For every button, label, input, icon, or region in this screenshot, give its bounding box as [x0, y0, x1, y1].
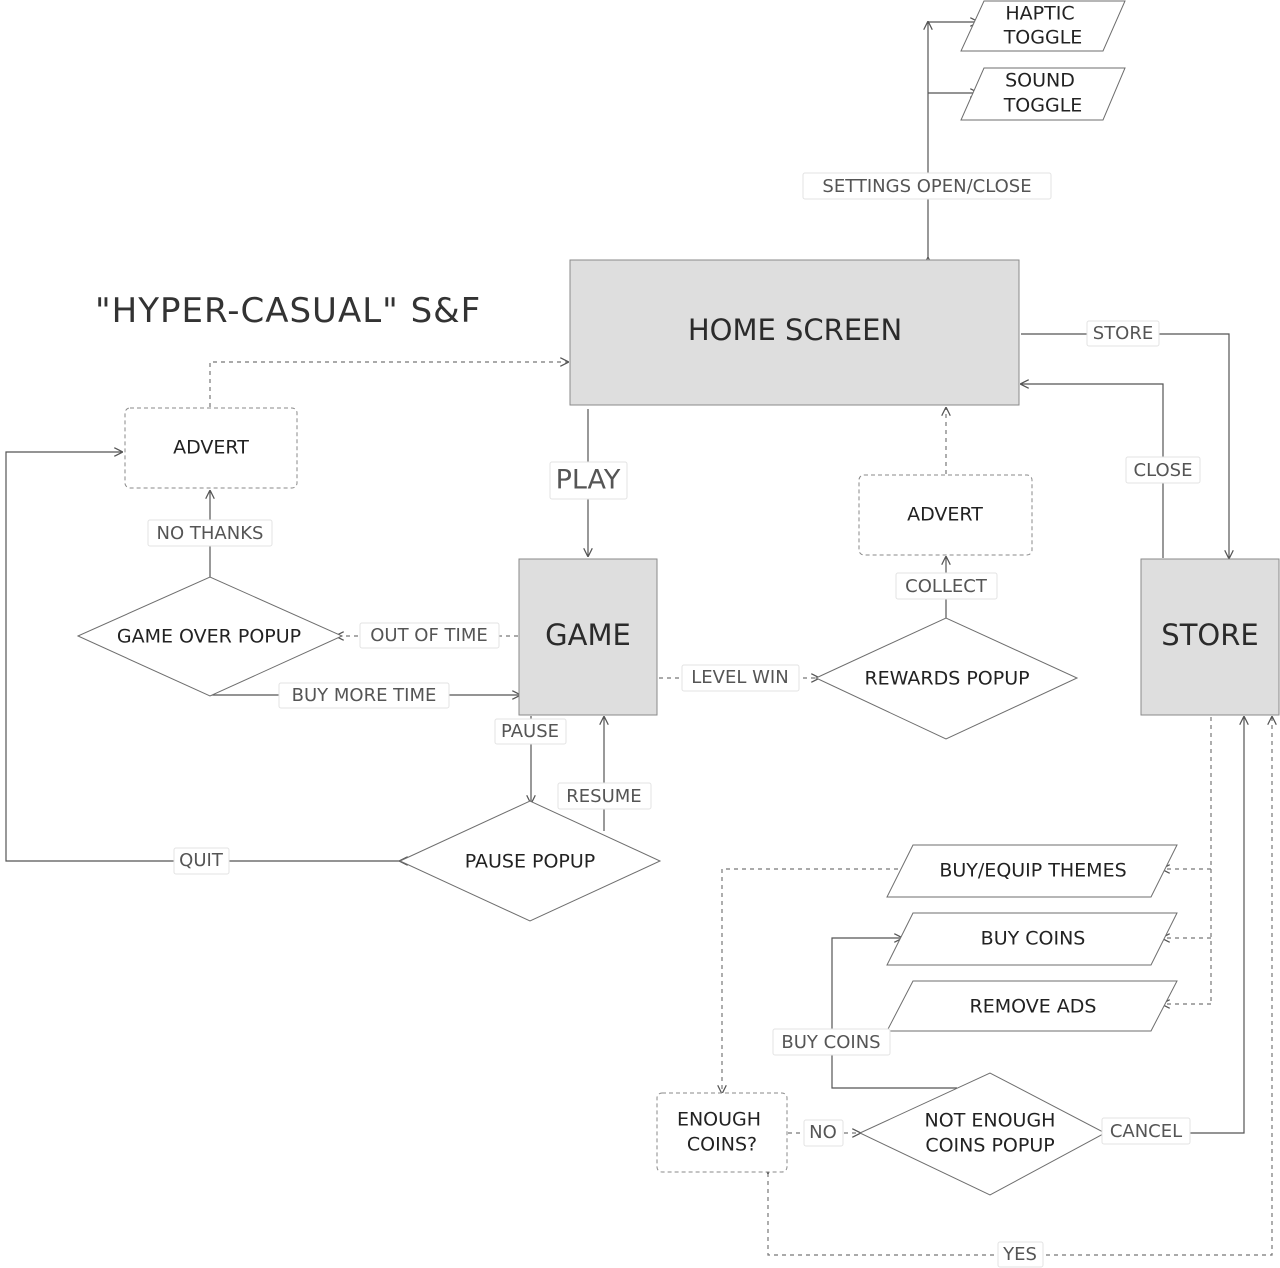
buy-equip-themes-node: BUY/EQUIP THEMES	[886, 844, 1178, 898]
store-label: STORE	[1161, 618, 1258, 652]
pause-popup-node: PAUSE POPUP	[398, 800, 662, 922]
edge-yes	[768, 717, 1272, 1256]
settings-label-group: SETTINGS OPEN/CLOSE	[802, 172, 1052, 200]
edge-store	[1021, 333, 1229, 558]
advert-mid-label: ADVERT	[907, 504, 983, 526]
cancel-label-group: CANCEL	[1101, 1117, 1191, 1145]
edge-labels: SETTINGS OPEN/CLOSE STORE CLOSE PLAY NO …	[147, 172, 1201, 1268]
not-enough-coins-line2: COINS POPUP	[925, 1135, 1054, 1157]
collect-label-group: COLLECT	[895, 572, 998, 600]
buy-more-time-label: BUY MORE TIME	[292, 685, 437, 706]
advert-left-node: ADVERT	[124, 407, 298, 489]
buy-coins-edge-label-group: BUY COINS	[772, 1028, 891, 1056]
edge-advert-home	[209, 362, 568, 407]
store-edge-label-group: STORE	[1086, 320, 1160, 347]
haptic-toggle-line1: HAPTIC	[1005, 3, 1074, 25]
game-over-popup-node: GAME OVER POPUP	[76, 576, 344, 697]
buy-equip-themes-label: BUY/EQUIP THEMES	[939, 860, 1126, 882]
sound-toggle-node: SOUND TOGGLE	[960, 67, 1126, 121]
store-edge-label: STORE	[1093, 323, 1153, 344]
enough-coins-line2: COINS?	[687, 1134, 757, 1156]
rewards-popup-label: REWARDS POPUP	[864, 668, 1029, 690]
resume-label-group: RESUME	[557, 782, 652, 810]
haptic-toggle-line2: TOGGLE	[1003, 27, 1083, 49]
not-enough-coins-line1: NOT ENOUGH	[925, 1110, 1056, 1132]
pause-popup-label: PAUSE POPUP	[465, 851, 596, 873]
not-enough-coins-popup-node: NOT ENOUGH COINS POPUP	[858, 1072, 1107, 1196]
home-screen-node: HOME SCREEN	[569, 259, 1020, 406]
remove-ads-node: REMOVE ADS	[886, 980, 1178, 1032]
home-screen-label: HOME SCREEN	[688, 313, 902, 347]
buy-coins-node: BUY COINS	[886, 912, 1178, 966]
diagram-title: "HYPER-CASUAL" S&F	[95, 291, 481, 331]
cancel-label: CANCEL	[1110, 1121, 1182, 1142]
rewards-popup-node: REWARDS POPUP	[814, 617, 1079, 740]
game-label: GAME	[545, 618, 631, 652]
haptic-toggle-node: HAPTIC TOGGLE	[960, 0, 1126, 52]
no-thanks-label: NO THANKS	[157, 523, 264, 544]
buy-coins-edge-label: BUY COINS	[781, 1032, 880, 1053]
sound-toggle-line2: TOGGLE	[1003, 95, 1083, 117]
game-over-popup-label: GAME OVER POPUP	[117, 626, 301, 648]
out-of-time-label-group: OUT OF TIME	[359, 622, 500, 649]
settings-label: SETTINGS OPEN/CLOSE	[822, 176, 1031, 197]
quit-label: QUIT	[179, 850, 224, 871]
advert-mid-node: ADVERT	[858, 474, 1033, 556]
remove-ads-label: REMOVE ADS	[970, 996, 1097, 1018]
enough-coins-line1: ENOUGH	[677, 1109, 761, 1131]
resume-label: RESUME	[566, 786, 641, 807]
buy-more-time-label-group: BUY MORE TIME	[278, 682, 450, 709]
no-label-group: NO	[803, 1119, 844, 1147]
close-label: CLOSE	[1134, 460, 1193, 481]
sound-toggle-line1: SOUND	[1005, 70, 1075, 92]
yes-label: YES	[1002, 1244, 1037, 1265]
level-win-label-group: LEVEL WIN	[681, 664, 800, 692]
advert-left-label: ADVERT	[173, 437, 249, 459]
collect-label: COLLECT	[905, 576, 988, 597]
store-node: STORE	[1140, 558, 1280, 716]
level-win-label: LEVEL WIN	[691, 667, 788, 688]
pause-label-group: PAUSE	[494, 718, 567, 745]
play-label-group: PLAY	[549, 461, 628, 500]
pause-label: PAUSE	[501, 721, 559, 742]
enough-coins-node: ENOUGH COINS?	[656, 1092, 788, 1173]
no-label: NO	[809, 1122, 837, 1143]
no-thanks-label-group: NO THANKS	[147, 519, 273, 547]
yes-label-group: YES	[997, 1241, 1044, 1268]
buy-coins-label: BUY COINS	[981, 928, 1086, 950]
edge-close	[1021, 384, 1164, 558]
out-of-time-label: OUT OF TIME	[370, 625, 488, 646]
edge-themes-check	[722, 868, 906, 1093]
close-label-group: CLOSE	[1125, 456, 1201, 484]
quit-label-group: QUIT	[173, 847, 230, 875]
game-node: GAME	[518, 558, 658, 716]
play-label: PLAY	[556, 465, 621, 496]
